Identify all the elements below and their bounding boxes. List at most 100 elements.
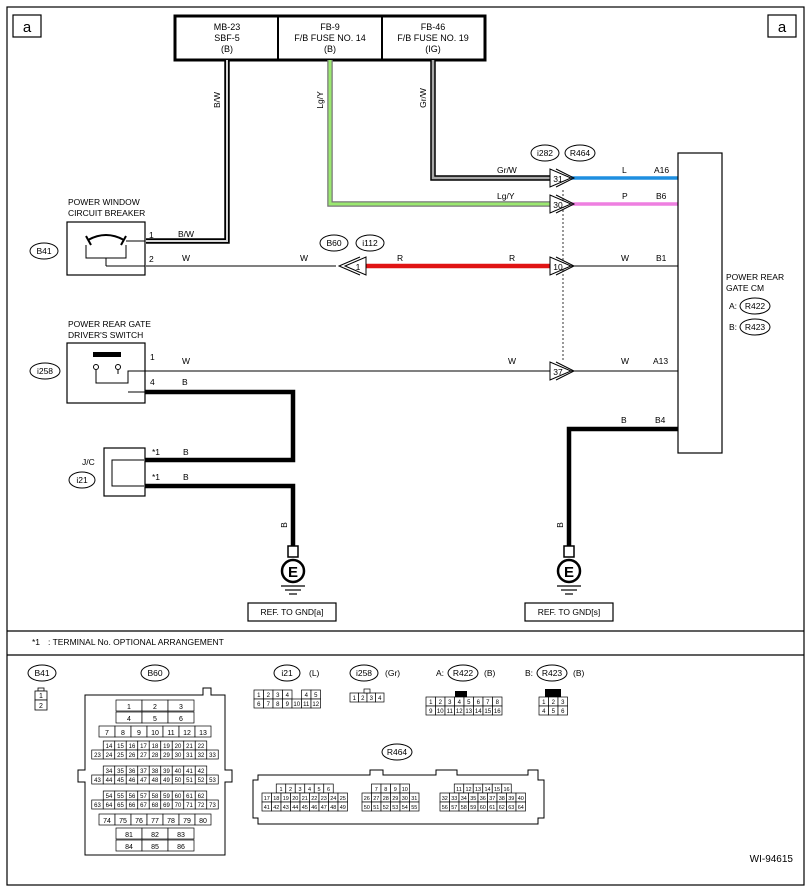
pin-number: 43 bbox=[283, 805, 289, 811]
pin-number: 23 bbox=[94, 753, 101, 759]
pin-number: 11 bbox=[167, 730, 174, 737]
pin-cell bbox=[310, 698, 321, 709]
pin-number: 3 bbox=[370, 696, 374, 702]
svg-text:R423: R423 bbox=[745, 322, 766, 332]
svg-text:R: R bbox=[509, 253, 515, 263]
pin-number: 27 bbox=[373, 796, 379, 802]
pin-number: 32 bbox=[198, 753, 205, 759]
pin-number: 12 bbox=[183, 730, 191, 737]
pin-number: 57 bbox=[140, 794, 147, 800]
pin-number: 40 bbox=[175, 769, 182, 775]
pin-number: 59 bbox=[470, 805, 476, 811]
pin-number: 73 bbox=[209, 803, 216, 809]
pin-number: 29 bbox=[163, 753, 170, 759]
svg-text:B: B bbox=[621, 415, 627, 425]
svg-text:1: 1 bbox=[39, 693, 43, 700]
legend-b41: B41 1 2 bbox=[27, 664, 57, 711]
pin-number: 52 bbox=[198, 778, 205, 784]
svg-text:W: W bbox=[621, 253, 629, 263]
wire-w-b1: W B1 bbox=[571, 253, 678, 267]
power-source-fb46: FB-46 F/B FUSE NO. 19 (IG) bbox=[397, 22, 469, 54]
pin-number: 72 bbox=[198, 803, 205, 809]
pin-number: 82 bbox=[151, 832, 159, 839]
pin-number: 13 bbox=[465, 709, 472, 715]
power-source-fb9: FB-9 F/B FUSE NO. 14 (B) bbox=[294, 22, 366, 54]
svg-text:J/C: J/C bbox=[82, 457, 95, 467]
pin-number: 79 bbox=[183, 818, 191, 825]
pin-number: 42 bbox=[273, 805, 279, 811]
svg-text:B: B bbox=[279, 522, 289, 528]
pin-number: 31 bbox=[411, 796, 417, 802]
pin-number: 32 bbox=[442, 796, 448, 802]
pin-number: 63 bbox=[508, 805, 514, 811]
pin-number: 76 bbox=[135, 818, 143, 825]
pin-number: 20 bbox=[292, 796, 298, 802]
pin-number: 27 bbox=[140, 753, 147, 759]
svg-text:: TERMINAL No. OPTIONAL ARRANG: : TERMINAL No. OPTIONAL ARRANGEMENT bbox=[48, 637, 224, 647]
pin-number: 15 bbox=[117, 744, 124, 750]
connector-label-r464: R464 bbox=[564, 144, 596, 162]
terminal-r464-10: 10 bbox=[549, 256, 576, 276]
pin-number: 25 bbox=[340, 796, 346, 802]
svg-text:1: 1 bbox=[150, 352, 155, 362]
r423-latch bbox=[545, 689, 561, 697]
pin-number: 64 bbox=[518, 805, 524, 811]
pin-number: 26 bbox=[129, 753, 136, 759]
pin-number: 53 bbox=[209, 778, 216, 784]
pin-number: 75 bbox=[119, 818, 127, 825]
power-source-boxes: MB-23 SBF-5 (B) FB-9 F/B FUSE NO. 14 (B)… bbox=[173, 14, 487, 62]
svg-text:2: 2 bbox=[39, 703, 43, 710]
svg-text:B: B bbox=[182, 377, 188, 387]
pin-number: 7 bbox=[375, 787, 378, 793]
pin-number: 4 bbox=[305, 693, 309, 699]
pin-number: 12 bbox=[312, 702, 319, 708]
svg-text:R464: R464 bbox=[387, 747, 408, 757]
svg-text:B41: B41 bbox=[34, 668, 49, 678]
pin-number: 41 bbox=[264, 805, 270, 811]
pin-number: 78 bbox=[167, 818, 175, 825]
pin-number: 8 bbox=[384, 787, 387, 793]
pin-number: 80 bbox=[199, 818, 207, 825]
pin-number: 30 bbox=[175, 753, 182, 759]
pin-number: 58 bbox=[461, 805, 467, 811]
pin-number: 9 bbox=[394, 787, 397, 793]
pin-number: 41 bbox=[186, 769, 193, 775]
pin-number: 2 bbox=[552, 700, 556, 706]
driver-switch: POWER REAR GATE DRIVER'S SWITCH 1 4 bbox=[66, 319, 155, 404]
page-tag-right: a bbox=[767, 14, 797, 38]
pin-number: 1 bbox=[279, 787, 282, 793]
svg-text:B60: B60 bbox=[147, 668, 162, 678]
pin-number: 14 bbox=[475, 709, 482, 715]
pin-number: 7 bbox=[267, 702, 271, 708]
pin-number: 3 bbox=[276, 693, 280, 699]
pin-number: 42 bbox=[198, 769, 205, 775]
pin-number: 11 bbox=[303, 702, 310, 708]
ground-symbol-a: E REF. TO GND[a] bbox=[247, 545, 337, 622]
pin-number: 4 bbox=[308, 787, 311, 793]
svg-text:L: L bbox=[622, 165, 627, 175]
svg-text:B: B bbox=[183, 472, 189, 482]
svg-text:A16: A16 bbox=[654, 165, 669, 175]
connector-label-i258: i258 bbox=[29, 362, 61, 380]
pin-number: 37 bbox=[489, 796, 495, 802]
pin-number: 13 bbox=[475, 787, 481, 793]
pin-number: 59 bbox=[163, 794, 170, 800]
svg-text:A13: A13 bbox=[653, 356, 668, 366]
pin-number: 5 bbox=[153, 716, 157, 723]
pin-number: 5 bbox=[314, 693, 318, 699]
i258-latch bbox=[363, 688, 371, 694]
pin-number: 57 bbox=[451, 805, 457, 811]
svg-text:(B): (B) bbox=[221, 44, 233, 54]
svg-text:i21: i21 bbox=[76, 475, 88, 485]
svg-text:W: W bbox=[508, 356, 516, 366]
pin-cell bbox=[409, 801, 420, 812]
pin-number: 1 bbox=[353, 696, 357, 702]
pin-cell bbox=[167, 839, 195, 852]
svg-text:B6: B6 bbox=[656, 191, 667, 201]
svg-text:*1: *1 bbox=[152, 447, 160, 457]
pin-number: 1 bbox=[429, 700, 433, 706]
pin-number: 24 bbox=[106, 753, 113, 759]
